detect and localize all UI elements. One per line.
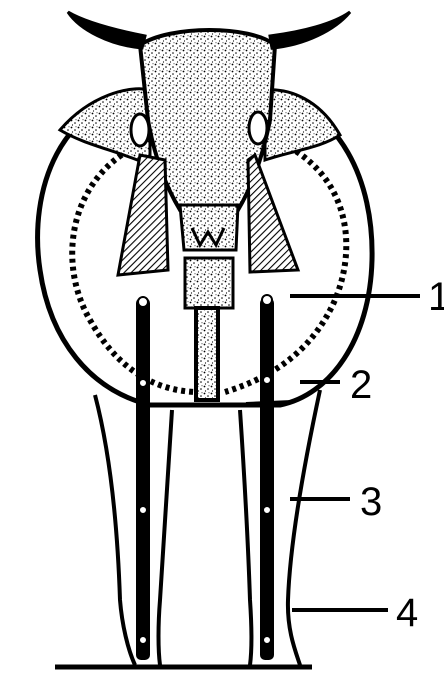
muzzle: [180, 205, 238, 250]
leg-left-inner: [159, 410, 173, 665]
shoulder-patch-right: [265, 90, 340, 160]
splint-bar-left: [136, 298, 150, 660]
eye-right: [249, 112, 267, 144]
neck-brace-block: [185, 258, 233, 308]
horn-left: [68, 12, 145, 48]
neck-strap: [196, 308, 218, 400]
leg-right-outline: [288, 390, 320, 665]
leg-right-inner: [240, 410, 252, 665]
ear-right: [248, 155, 298, 272]
ear-left: [118, 155, 168, 275]
callout-label-2: 2: [350, 363, 372, 407]
callout-label-3: 3: [360, 480, 382, 524]
splint-cross-strap: [246, 402, 292, 404]
splint-bar-right: [260, 298, 274, 660]
callout-label-1: 1: [428, 275, 444, 319]
callout-label-4: 4: [396, 591, 418, 635]
horn-right: [270, 12, 350, 48]
eye-left: [131, 114, 149, 146]
leg-left-outline: [95, 395, 135, 665]
